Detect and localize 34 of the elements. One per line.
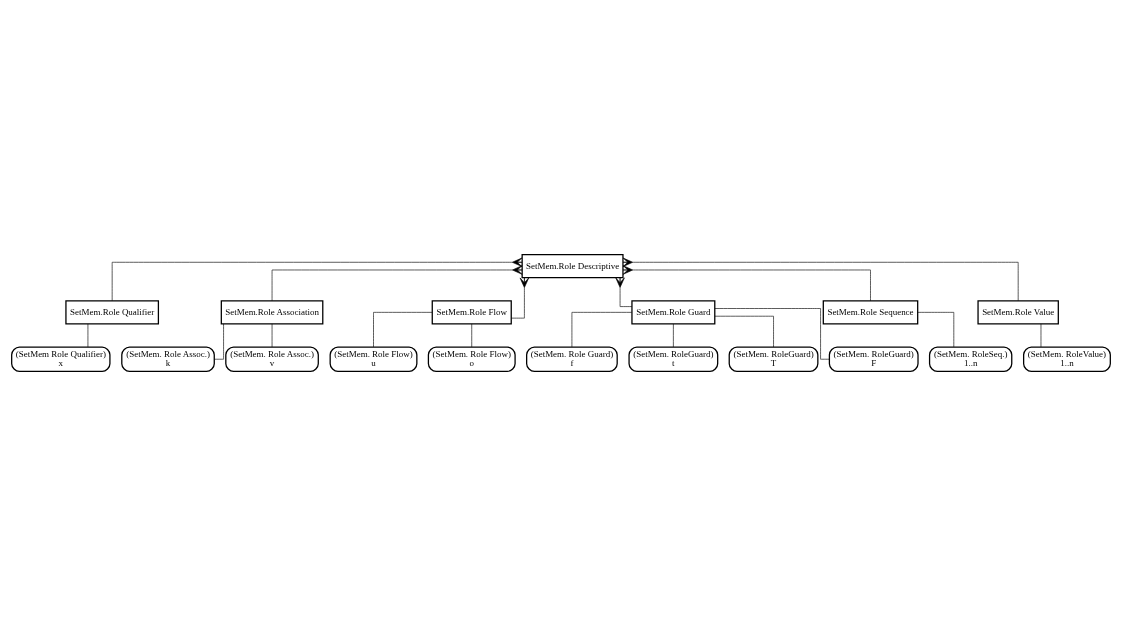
- node-box: (SetMem. Role Flow) u: [329, 346, 418, 373]
- connector: [622, 257, 1019, 302]
- node-box: SetMem.Role Value: [977, 300, 1059, 325]
- connector: [1040, 323, 1042, 348]
- connector: [271, 265, 523, 302]
- node-box: SetMem.Role Descriptive: [521, 253, 624, 279]
- connector: [111, 257, 523, 302]
- node-box: (SetMem. RoleSeq.) 1..n: [928, 346, 1013, 373]
- node-box: SetMem.Role Sequence: [822, 300, 919, 325]
- connector: [271, 323, 273, 348]
- connector: [571, 312, 633, 348]
- node-box: (SetMem. RoleValue) 1..n: [1023, 346, 1111, 373]
- node-box: (SetMem. RoleGuard) F: [828, 346, 919, 373]
- connector: [373, 312, 433, 348]
- connector: [714, 308, 830, 360]
- connector: [622, 265, 871, 302]
- node-box: (SetMem. RoleGuard) t: [628, 346, 719, 373]
- node-box: SetMem.Role Qualifier: [65, 300, 160, 325]
- node-box: (SetMem. RoleGuard) T: [728, 346, 819, 373]
- connector: [87, 323, 89, 348]
- connector: [714, 315, 774, 348]
- node-box: (SetMem. Role Flow) o: [427, 346, 516, 373]
- connector: [471, 323, 473, 348]
- node-box: (SetMem. Role Assoc.) k: [121, 346, 215, 373]
- node-box: (SetMem. Role Guard) f: [526, 346, 618, 373]
- connector: [615, 277, 633, 307]
- node-box: SetMem.Role Flow: [431, 300, 512, 325]
- node-box: (SetMem. Role Assoc.) v: [225, 346, 319, 373]
- node-box: SetMem.Role Association: [220, 300, 324, 325]
- node-box: SetMem.Role Guard: [631, 300, 716, 325]
- connector: [214, 323, 224, 360]
- connector: [917, 312, 955, 348]
- connector: [673, 323, 674, 348]
- node-box: (SetMem Role Qualifier) x: [11, 346, 111, 373]
